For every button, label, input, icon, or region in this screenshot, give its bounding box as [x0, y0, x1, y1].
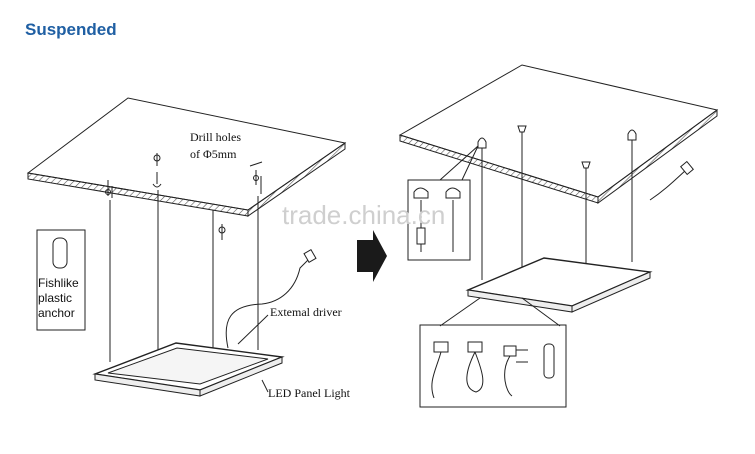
anchor-label-line2: plastic [38, 291, 73, 305]
drill-holes-size-label: of Φ5mm [190, 147, 237, 161]
right-diagram [398, 64, 719, 327]
left-diagram [26, 97, 347, 397]
right-hanger-3 [627, 129, 637, 141]
fishlike-anchor-icon [52, 237, 68, 269]
watermark: trade.china.cn [282, 200, 446, 230]
right-ceiling [398, 64, 719, 198]
left-ceiling [26, 97, 347, 211]
drill-holes-label: Drill holes [190, 130, 241, 144]
right-hanger-1 [477, 137, 487, 149]
external-driver-label: Extemal driver [270, 305, 342, 319]
page-title: Suspended [25, 20, 117, 39]
left-anchor-4 [218, 224, 226, 240]
right-hanger-4 [581, 161, 591, 169]
anchor-label-line3: anchor [38, 306, 75, 320]
led-panel-label: LED Panel Light [268, 386, 350, 400]
anchor-label: Fishlike plastic anchor [38, 276, 86, 321]
right-hanger-2 [517, 125, 527, 133]
connector-detail-box [419, 324, 567, 408]
left-anchor-1 [105, 180, 113, 198]
left-anchor-3 [253, 170, 262, 194]
anchor-label-line1: Fishlike [38, 276, 79, 290]
arrow-right-icon [357, 230, 387, 282]
hanger-detail-box [407, 179, 471, 261]
left-anchor-2 [152, 153, 162, 188]
anchor-detail-box [36, 229, 86, 331]
driver-cable [225, 257, 311, 349]
